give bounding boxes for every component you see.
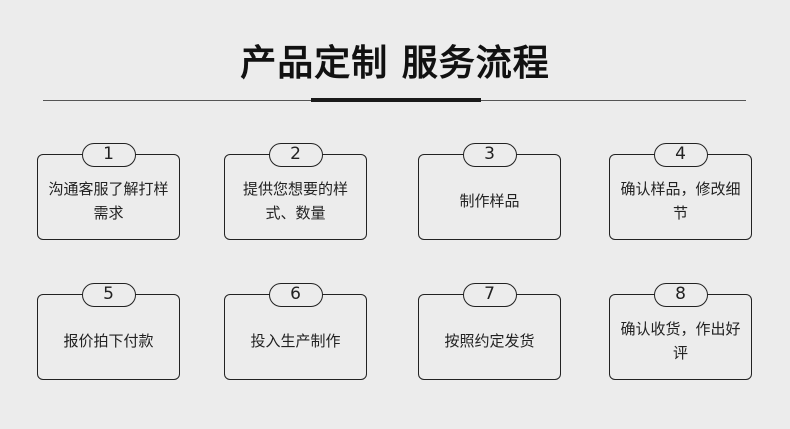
step-card-7: 7 按照约定发货 xyxy=(418,283,561,380)
page-title: 产品定制 服务流程 xyxy=(240,43,550,84)
step-card-8: 8 确认收货，作出好评 xyxy=(609,283,752,380)
step-card-2: 2 提供您想要的样式、数量 xyxy=(224,143,367,240)
step-description: 按照约定发货 xyxy=(444,332,535,350)
step-number-badge: 7 xyxy=(462,283,517,307)
step-description: 确认样品，修改细节 xyxy=(620,180,741,222)
step-number-badge: 6 xyxy=(268,283,323,307)
step-number-badge: 3 xyxy=(462,143,517,167)
step-number-badge: 2 xyxy=(268,143,323,167)
step-card-3: 3 制作样品 xyxy=(418,143,561,240)
step-description: 制作样品 xyxy=(459,192,520,210)
step-number-badge: 8 xyxy=(653,283,708,307)
step-description: 确认收货，作出好评 xyxy=(620,320,741,362)
step-card-5: 5 报价拍下付款 xyxy=(37,283,180,380)
step-number-badge: 5 xyxy=(81,283,136,307)
step-description: 沟通客服了解打样需求 xyxy=(48,180,169,222)
step-card-6: 6 投入生产制作 xyxy=(224,283,367,380)
title-divider-accent xyxy=(311,98,481,102)
step-description: 投入生产制作 xyxy=(250,332,341,350)
step-description: 提供您想要的样式、数量 xyxy=(242,180,348,222)
step-number-badge: 1 xyxy=(81,143,136,167)
step-card-1: 1 沟通客服了解打样需求 xyxy=(37,143,180,240)
step-card-4: 4 确认样品，修改细节 xyxy=(609,143,752,240)
step-number-badge: 4 xyxy=(653,143,708,167)
step-description: 报价拍下付款 xyxy=(63,332,154,350)
